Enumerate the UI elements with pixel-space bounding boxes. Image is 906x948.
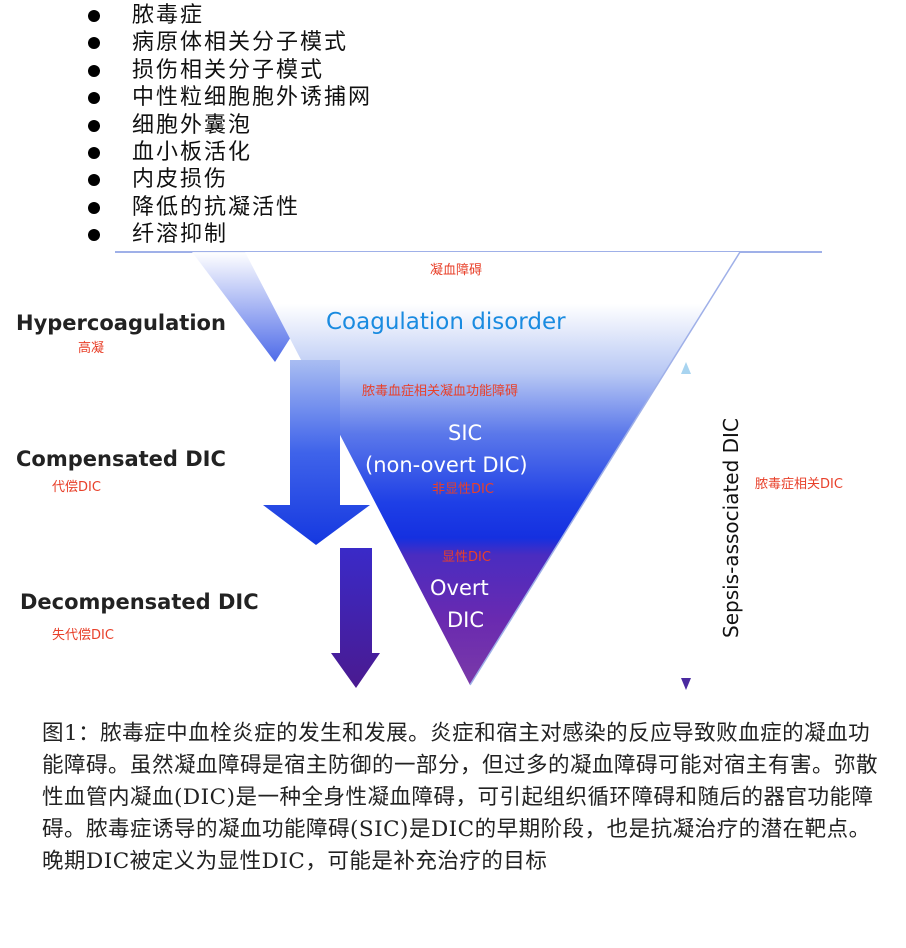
label-decomp-en: Decompensated DIC [20, 590, 259, 614]
bullet-list: 脓毒症病原体相关分子模式损伤相关分子模式中性粒细胞胞外诱捕网细胞外囊泡血小板活化… [88, 2, 372, 249]
main-triangle [245, 252, 740, 685]
label-overt-cn: 显性DIC [442, 550, 491, 565]
sepsis-range-arrow-bottom [681, 678, 691, 690]
coagulation-diagram: 凝血障碍 Coagulation disorder Hypercoagulati… [16, 251, 843, 690]
bullet-item: 病原体相关分子模式 [88, 29, 372, 56]
label-hypercoag-en: Hypercoagulation [16, 311, 226, 335]
bullet-item: 血小板活化 [88, 139, 372, 166]
label-hypercoag-cn: 高凝 [78, 340, 104, 356]
bullet-item: 损伤相关分子模式 [88, 57, 372, 84]
label-sic-cn: 脓毒血症相关凝血功能障碍 [362, 383, 518, 399]
label-comp-en: Compensated DIC [16, 447, 226, 471]
label-sic-cn2: 非显性DIC [432, 482, 494, 497]
figure-caption: 图1：脓毒症中血栓炎症的发生和发展。炎症和宿主对感染的反应导致败血症的凝血功能障… [42, 721, 879, 874]
label-overt-en1: Overt [430, 576, 489, 600]
bullet-item: 脓毒症 [88, 2, 372, 29]
label-sepsis-en: Sepsis-associated DIC [719, 418, 743, 638]
label-comp-cn: 代偿DIC [52, 480, 101, 495]
label-overt-en2: DIC [447, 608, 484, 632]
bullet-item: 降低的抗凝活性 [88, 194, 372, 221]
main-triangle-right-edge [469, 251, 741, 686]
bullet-item: 纤溶抑制 [88, 221, 372, 248]
label-sic-en2: (non-overt DIC) [365, 453, 528, 477]
bullet-item: 中性粒细胞胞外诱捕网 [88, 84, 372, 111]
label-sic-en1: SIC [448, 421, 482, 445]
decompensated-arrow [331, 548, 380, 688]
label-sepsis-cn: 脓毒症相关DIC [755, 476, 843, 492]
label-coagulation-disorder: Coagulation disorder [326, 309, 566, 335]
bullet-item: 细胞外囊泡 [88, 112, 372, 139]
label-decomp-cn: 失代偿DIC [52, 628, 114, 643]
label-top-cn: 凝血障碍 [430, 262, 482, 278]
bullet-item: 内皮损伤 [88, 166, 372, 193]
compensated-arrow [263, 360, 370, 545]
sepsis-range-arrow-top [681, 362, 691, 374]
